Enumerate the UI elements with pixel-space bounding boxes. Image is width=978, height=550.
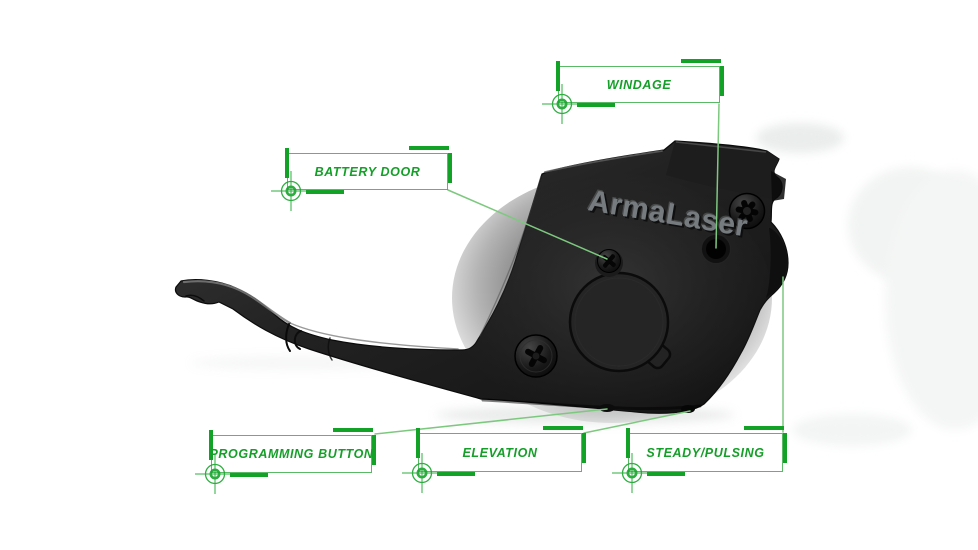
callout-accent-bar <box>647 472 685 476</box>
callout-accent-bar <box>543 426 583 430</box>
leader-line-elevation <box>583 410 691 434</box>
leader-line-battery-door <box>447 189 608 260</box>
callout-accent-bar <box>372 435 376 465</box>
callout-accent-bar <box>582 433 586 463</box>
callout-frame: ELEVATION <box>416 426 586 476</box>
callout-accent-bar <box>437 472 475 476</box>
callout-accent-bar <box>409 146 449 150</box>
leader-line-windage <box>715 103 720 249</box>
leader-line-programming-button <box>374 408 608 435</box>
leader-lines <box>374 103 784 435</box>
callout-label: STEADY/PULSING <box>646 445 765 460</box>
battery-door-screw <box>597 249 621 273</box>
crosshair-icon <box>612 453 652 493</box>
crosshair-icon <box>195 454 235 494</box>
elevation-screw-feature <box>681 405 695 413</box>
callout-windage: WINDAGE <box>542 59 724 124</box>
callout-accent-bar <box>285 148 289 178</box>
mount-arm-details <box>182 150 702 411</box>
background-shading <box>756 123 978 446</box>
callout-accent-bar <box>681 59 721 63</box>
crosshair-icon <box>542 84 582 124</box>
programming-button-feature <box>599 404 615 412</box>
callout-accent-bar <box>577 103 615 107</box>
callout-label: ELEVATION <box>462 445 538 460</box>
callout-steady-pulsing: STEADY/PULSING <box>612 426 787 493</box>
callout-frame: WINDAGE <box>556 59 724 107</box>
callout-accent-bar <box>209 430 213 460</box>
rail-clamp-block <box>666 141 786 201</box>
callout-frame: BATTERY DOOR <box>285 146 452 194</box>
callout-accent-bar <box>306 190 344 194</box>
callout-label: BATTERY DOOR <box>314 164 421 179</box>
crosshair-icon <box>271 171 311 211</box>
callout-accent-bar <box>230 473 268 477</box>
callout-label: WINDAGE <box>606 77 672 92</box>
clamp-screw <box>728 192 766 230</box>
mount-screw <box>514 334 558 378</box>
windage-screw-hole <box>701 234 731 264</box>
callout-accent-bar <box>416 428 420 458</box>
callout-accent-bar <box>448 153 452 183</box>
callout-accent-bar <box>556 61 560 91</box>
callout-accent-bar <box>744 426 784 430</box>
laser-housing-bulge <box>766 228 787 298</box>
crosshair-icon <box>402 453 442 493</box>
callout-accent-bar <box>626 428 630 458</box>
callout-accent-bar <box>333 428 373 432</box>
callout-frame: STEADY/PULSING <box>626 426 787 476</box>
callout-label: PROGRAMMING BUTTON <box>209 447 374 461</box>
callout-accent-bar <box>783 433 787 463</box>
callout-programming-button: PROGRAMMING BUTTON <box>195 428 376 494</box>
callout-elevation: ELEVATION <box>402 426 586 493</box>
callout-battery-door: BATTERY DOOR <box>271 146 452 211</box>
callout-frame: PROGRAMMING BUTTON <box>209 428 376 477</box>
callout-accent-bar <box>720 66 724 96</box>
